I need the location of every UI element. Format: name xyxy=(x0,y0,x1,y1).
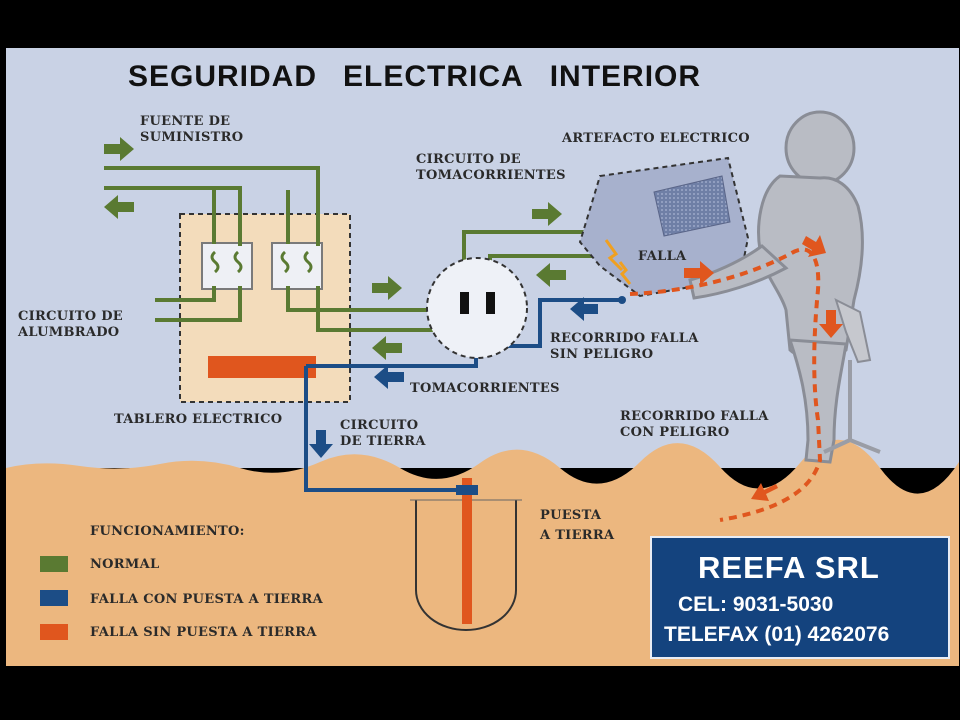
legend-swatch-danger-fault xyxy=(40,624,68,640)
legend-label-earth-fault: FALLA CON PUESTA A TIERRA xyxy=(90,592,323,607)
normal-arrows xyxy=(104,137,566,360)
socket-pin-1 xyxy=(460,292,469,314)
label-tablero-electrico: TABLERO ELECTRICO xyxy=(114,412,283,427)
ground-rod xyxy=(462,478,472,624)
label-circuito-toma-line1: CIRCUITO DE xyxy=(416,152,522,167)
company-name: REEFA SRL xyxy=(698,550,880,585)
label-circuito-tomacorrientes: CIRCUITO DE TOMACORRIENTES xyxy=(416,152,566,184)
title-word-1: SEGURIDAD xyxy=(128,60,318,93)
label-recorrido-sin-peligro: RECORRIDO FALLA SIN PELIGRO xyxy=(550,331,699,363)
danger-fault-arrows xyxy=(684,235,843,501)
label-circuito-tierra-line1: CIRCUITO xyxy=(340,418,419,433)
normal-wiring xyxy=(104,166,622,332)
label-puesta-line1: PUESTA xyxy=(540,508,602,523)
label-fuente-line1: FUENTE DE xyxy=(140,114,231,129)
label-alumbrado-line2: ALUMBRADO xyxy=(18,325,120,340)
breaker-2 xyxy=(271,242,323,290)
socket-outlet xyxy=(426,257,528,359)
diagram-title: SEGURIDAD ELECTRICA INTERIOR xyxy=(128,60,727,94)
label-alumbrado-line1: CIRCUITO DE xyxy=(18,309,124,324)
label-circuito-alumbrado: CIRCUITO DE ALUMBRADO xyxy=(18,309,123,341)
breaker-1-coils xyxy=(210,250,243,274)
label-falla: FALLA xyxy=(638,249,687,264)
company-telefax: TELEFAX (01) 4262076 xyxy=(664,623,890,646)
label-recorrido-sin-line1: RECORRIDO FALLA xyxy=(550,331,699,346)
appliance xyxy=(578,156,750,298)
earth-bar xyxy=(208,356,316,378)
label-recorrido-con-line1: RECORRIDO FALLA xyxy=(620,409,769,424)
label-tomacorrientes: TOMACORRIENTES xyxy=(410,381,560,396)
earth-fault-arrows xyxy=(309,296,626,458)
legend-swatch-normal xyxy=(40,556,68,572)
label-recorrido-con-line2: CON PELIGRO xyxy=(620,425,730,440)
label-fuente-suministro: FUENTE DE SUMINISTRO xyxy=(140,114,243,146)
legend-label-normal: NORMAL xyxy=(90,557,160,572)
label-circuito-tierra: CIRCUITO DE TIERRA xyxy=(340,418,426,450)
legend-heading: FUNCIONAMIENTO: xyxy=(90,524,245,539)
ground-well xyxy=(415,500,517,631)
company-cel: CEL: 9031-5030 xyxy=(678,593,834,616)
label-recorrido-con-peligro: RECORRIDO FALLA CON PELIGRO xyxy=(620,409,769,441)
socket-pin-2 xyxy=(486,292,495,314)
breaker-2-coils xyxy=(280,250,313,274)
label-fuente-line2: SUMINISTRO xyxy=(140,130,244,145)
label-puesta-tierra: PUESTA A TIERRA xyxy=(540,506,614,546)
label-artefacto: ARTEFACTO ELECTRICO xyxy=(562,131,750,146)
ground-clamp xyxy=(456,485,478,495)
label-recorrido-sin-line2: SIN PELIGRO xyxy=(550,347,654,362)
title-word-2: ELECTRICA xyxy=(343,60,524,93)
company-box: REEFA SRL CEL: 9031-5030 TELEFAX (01) 42… xyxy=(650,536,950,659)
legend-swatch-earth-fault xyxy=(40,590,68,606)
person-silhouette xyxy=(688,110,881,464)
label-circuito-toma-line2: TOMACORRIENTES xyxy=(416,168,566,183)
danger-fault-path xyxy=(629,247,823,522)
title-word-3: INTERIOR xyxy=(549,60,702,93)
label-circuito-tierra-line2: DE TIERRA xyxy=(340,434,426,449)
label-puesta-line2: A TIERRA xyxy=(540,528,615,543)
breaker-1 xyxy=(201,242,253,290)
legend-label-danger-fault: FALLA SIN PUESTA A TIERRA xyxy=(90,625,317,640)
